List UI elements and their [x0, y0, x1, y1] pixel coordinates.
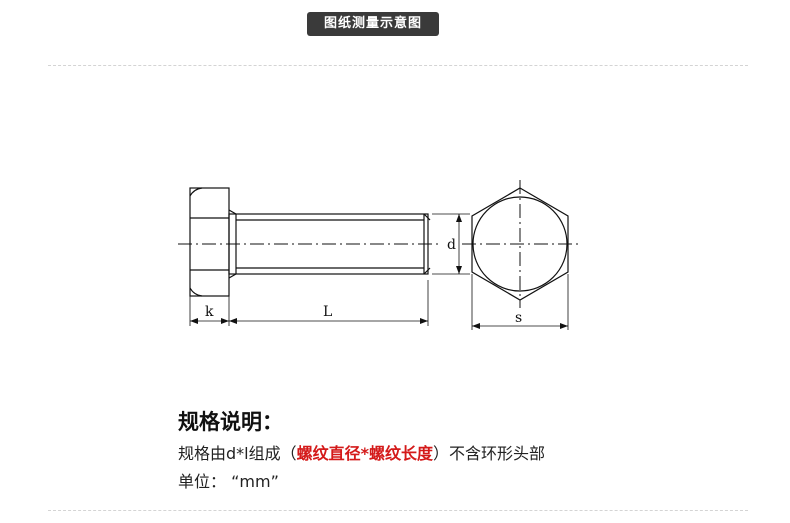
top-divider — [48, 65, 748, 66]
bottom-divider — [48, 510, 748, 511]
spec-prefix: 规格由d*l组成（ — [178, 444, 297, 463]
dimension-s — [471, 274, 569, 330]
dimension-k-L — [189, 280, 429, 326]
label-s: s — [515, 310, 522, 326]
spec-description: 规格由d*l组成（螺纹直径*螺纹长度）不含环形头部 — [178, 440, 545, 464]
label-k: k — [205, 304, 214, 320]
page-title-badge: 图纸测量示意图 — [307, 12, 439, 36]
label-L: L — [323, 304, 332, 320]
unit-label: 单位： — [178, 472, 227, 491]
spec-highlight: 螺纹直径*螺纹长度 — [296, 444, 433, 463]
dimension-d — [432, 213, 470, 275]
label-d: d — [447, 237, 456, 253]
bolt-head-end-view — [462, 180, 580, 308]
spec-heading: 规格说明： — [178, 410, 283, 434]
unit-value: “mm” — [231, 472, 279, 491]
unit-line: 单位： “mm” — [178, 468, 279, 492]
spec-suffix: ）不含环形头部 — [432, 444, 545, 463]
